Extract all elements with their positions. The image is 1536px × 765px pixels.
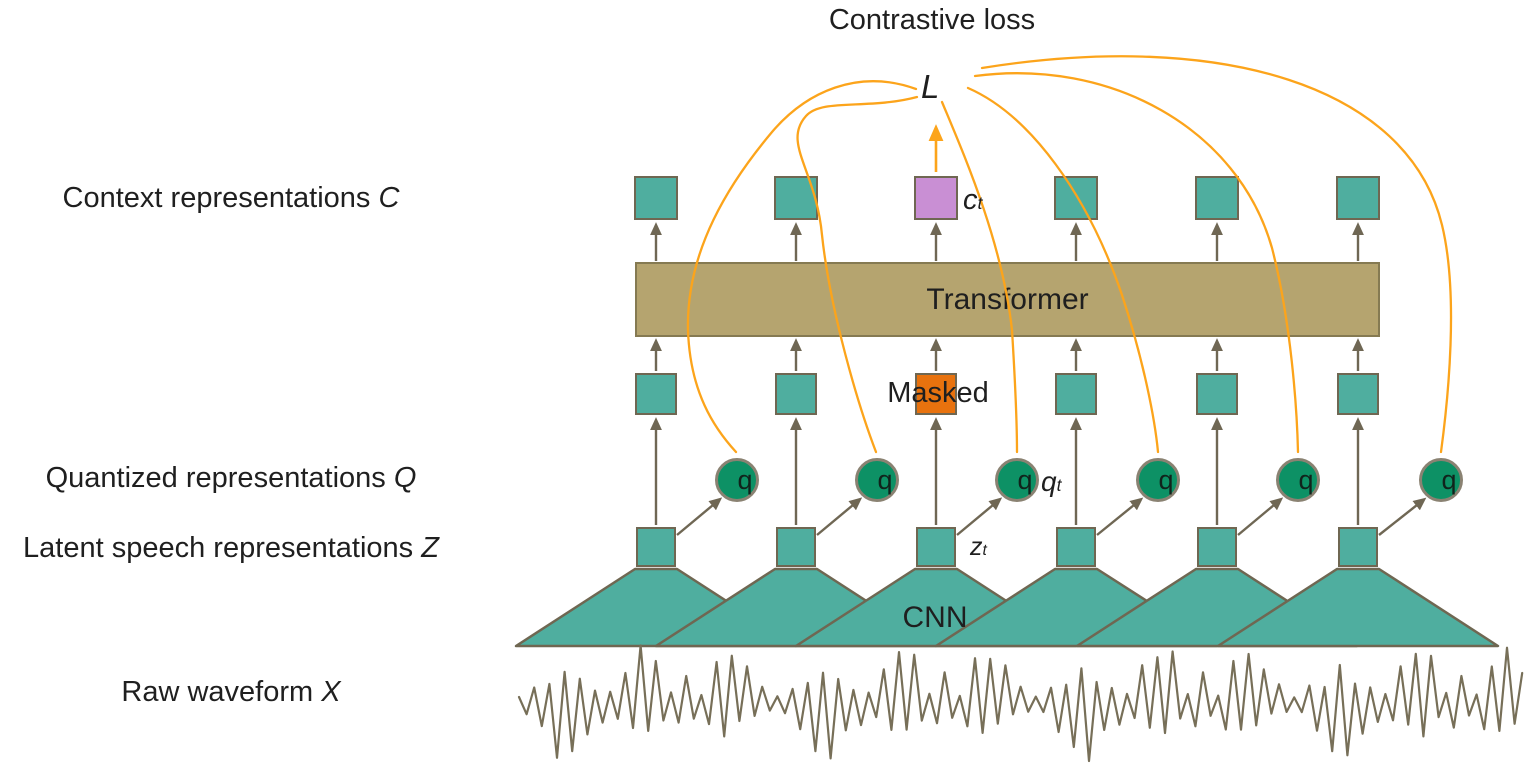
q-letter: q xyxy=(1441,464,1457,495)
input-square-6 xyxy=(1337,373,1379,415)
q-letter: q xyxy=(1298,464,1314,495)
loss-symbol: L xyxy=(921,68,940,105)
context-square-2 xyxy=(774,176,818,220)
q-letter: q xyxy=(877,464,893,495)
quantized-circle-5: q xyxy=(1276,458,1320,502)
latent-to-quantized-arrows xyxy=(676,497,1427,536)
q-letter: q xyxy=(737,464,753,495)
quantized-circle-4: q xyxy=(1136,458,1180,502)
latent-square-1 xyxy=(636,527,676,567)
context-square-6 xyxy=(1336,176,1380,220)
symbol-base: c xyxy=(963,184,978,216)
quantized-circle-6: q xyxy=(1419,458,1463,502)
context-square-masked xyxy=(914,176,958,220)
quantized-circle-2: q xyxy=(855,458,899,502)
transformer-to-context-arrows xyxy=(650,222,1364,261)
latent-square-3 xyxy=(916,527,956,567)
context-representations-label: Context representations C xyxy=(0,180,462,216)
label-text: Latent speech representations xyxy=(23,532,414,564)
quantized-circle-t: q xyxy=(995,458,1039,502)
cnn-trapezoid xyxy=(1216,567,1500,648)
label-symbol: C xyxy=(378,182,400,214)
q-letter: q xyxy=(1158,464,1174,495)
context-t-symbol: ct xyxy=(963,184,983,217)
label-text: Quantized representations xyxy=(45,462,386,494)
latent-square-2 xyxy=(776,527,816,567)
latent-representations-label: Latent speech representations Z xyxy=(0,530,462,566)
label-symbol: Q xyxy=(393,462,417,494)
context-square-1 xyxy=(634,176,678,220)
raw-waveform xyxy=(517,644,1524,763)
latent-t-symbol: zt xyxy=(970,533,987,562)
context-square-4 xyxy=(1054,176,1098,220)
label-symbol: X xyxy=(321,676,341,708)
quantized-t-symbol: qt xyxy=(1041,466,1061,498)
masked-label: Masked xyxy=(887,377,989,409)
input-square-2 xyxy=(775,373,817,415)
transformer-block: Transformer xyxy=(635,262,1380,337)
title: Contrastive loss xyxy=(828,4,1036,36)
input-square-4 xyxy=(1055,373,1097,415)
symbol-base: z xyxy=(970,533,983,561)
raw-waveform-label: Raw waveform X xyxy=(0,674,462,710)
quantized-circle-1: q xyxy=(715,458,759,502)
cnn-trapezoids xyxy=(514,567,1500,648)
cnn-label: CNN xyxy=(902,601,968,634)
symbol-subscript: t xyxy=(977,193,983,213)
label-symbol: Z xyxy=(421,532,439,564)
context-square-5 xyxy=(1195,176,1239,220)
label-text: Raw waveform xyxy=(121,676,314,708)
symbol-subscript: t xyxy=(1056,475,1062,495)
q-letter: q xyxy=(1017,464,1033,495)
input-square-1 xyxy=(635,373,677,415)
input-square-5 xyxy=(1196,373,1238,415)
latent-square-6 xyxy=(1338,527,1378,567)
symbol-base: q xyxy=(1041,466,1057,497)
input-to-transformer-arrows xyxy=(650,338,1364,371)
quantized-representations-label: Quantized representations Q xyxy=(0,460,462,496)
label-text: Context representations xyxy=(62,182,371,214)
symbol-subscript: t xyxy=(982,542,987,559)
latent-square-5 xyxy=(1197,527,1237,567)
latent-square-4 xyxy=(1056,527,1096,567)
